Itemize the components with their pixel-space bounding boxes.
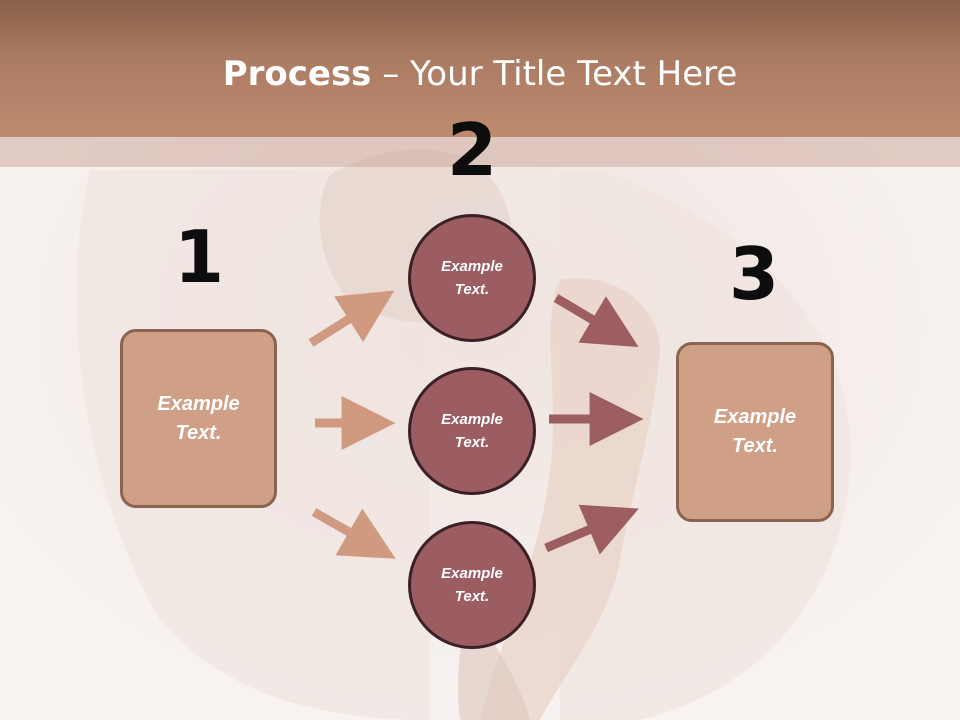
- step-1-number: 1: [173, 215, 225, 299]
- arrow-2-top-to-3: [553, 294, 639, 348]
- step-2-number: 2: [446, 108, 498, 192]
- step-3-number: 3: [728, 232, 780, 316]
- step-2-text-top: Example Text.: [441, 258, 503, 298]
- step-2-text-middle: Example Text.: [441, 411, 503, 451]
- arrow-1-to-2-bottom: [311, 508, 396, 559]
- title-strip: [0, 137, 960, 167]
- step-2-circle-middle: Example Text.: [408, 367, 536, 495]
- title-band: [0, 0, 960, 137]
- title-rest: – Your Title Text Here: [371, 54, 738, 94]
- step-1-text: Example Text.: [157, 392, 240, 444]
- title-bold: Process: [222, 54, 372, 94]
- step-3-box: Example Text.: [676, 342, 834, 522]
- arrow-1-to-2-top: [308, 290, 395, 347]
- step-1-box: Example Text.: [120, 329, 277, 508]
- step-2-circle-top: Example Text.: [408, 214, 536, 342]
- arrow-2-bottom-to-3: [544, 504, 639, 555]
- step-2-text-bottom: Example Text.: [441, 565, 503, 605]
- page-title: Process – Your Title Text Here: [0, 52, 960, 96]
- step-3-text: Example Text.: [713, 406, 797, 457]
- step-2-circle-bottom: Example Text.: [408, 521, 536, 649]
